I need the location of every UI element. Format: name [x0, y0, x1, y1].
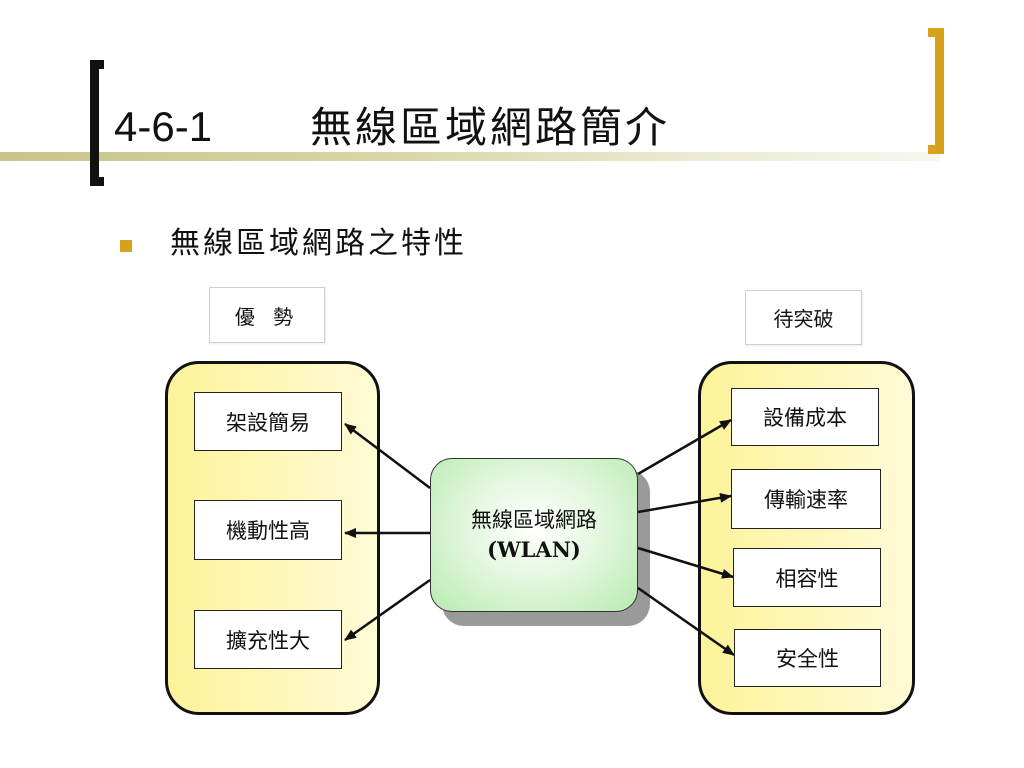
center-node: 無線區域網路 (WLAN) [430, 458, 638, 612]
arrow-to-speed [637, 492, 732, 514]
advantage-item: 架設簡易 [194, 392, 342, 451]
title-section-number: 4-6-1 [114, 103, 213, 150]
advantage-item: 擴充性大 [194, 610, 342, 669]
challenge-item: 安全性 [734, 629, 881, 687]
challenge-item: 傳輸速率 [731, 469, 881, 529]
challenge-item: 設備成本 [731, 388, 879, 446]
challenges-label: 待突破 [745, 290, 862, 345]
advantage-item: 機動性高 [194, 500, 342, 560]
arrow-to-scalability [344, 578, 431, 642]
arrow-to-security [637, 586, 735, 657]
challenge-item: 相容性 [733, 548, 881, 607]
arrow-to-cost [637, 418, 732, 476]
arrow-to-setup [344, 423, 431, 489]
bullet-heading: 無線區域網路之特性 [170, 226, 467, 261]
center-node-title: 無線區域網路 [471, 508, 597, 532]
right-bracket-decoration [928, 28, 944, 154]
advantages-label: 優 勢 [209, 287, 325, 343]
arrow-to-compatibility [637, 546, 734, 579]
center-node-abbreviation: (WLAN) [487, 537, 581, 562]
title-underline-bar [0, 152, 940, 161]
bullet-square-icon [120, 240, 132, 252]
left-bracket-decoration [90, 60, 104, 186]
page-title: 無線區域網路簡介 [310, 103, 671, 152]
